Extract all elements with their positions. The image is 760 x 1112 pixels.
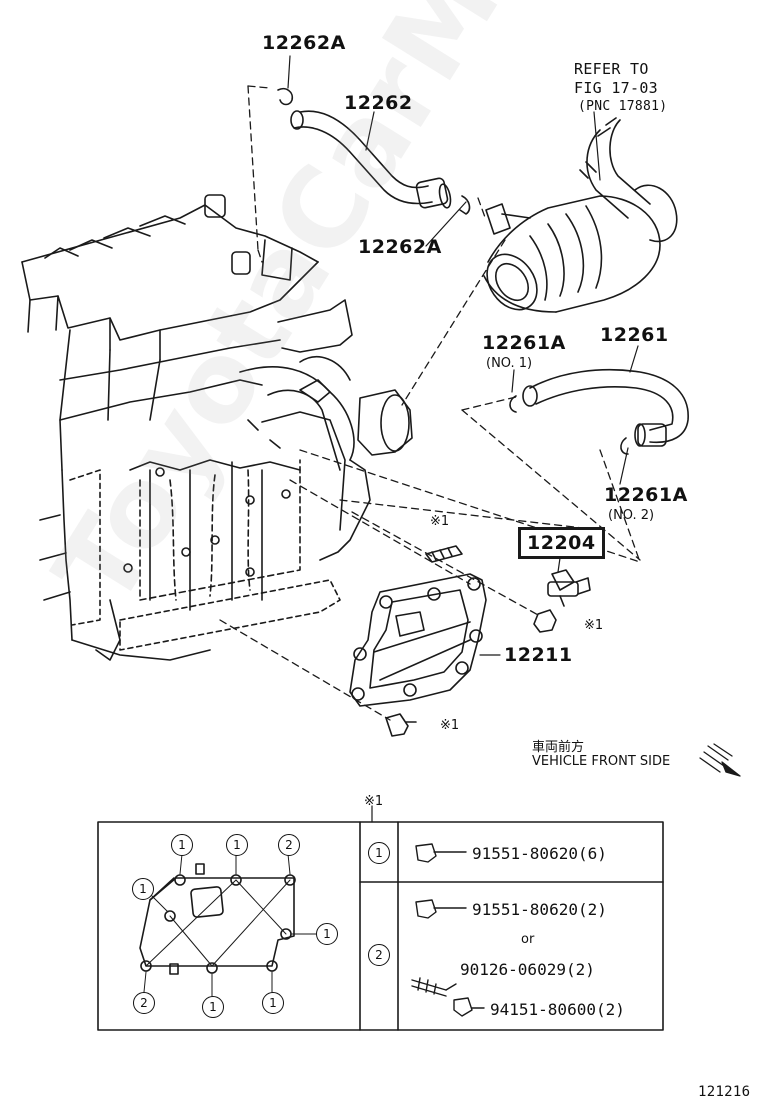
label-12204-highlighted: 12204 [518, 527, 605, 559]
refer-line-2: FIG 17-03 [574, 79, 658, 97]
table-part-90126-06029: 90126-06029(2) [460, 960, 595, 979]
fasteners-drawing [385, 545, 557, 737]
label-12261A-no1: 12261A [482, 332, 566, 354]
refer-line-3: (PNC 17881) [578, 99, 668, 114]
ref-mark-table: ※1 [364, 794, 384, 809]
label-12211: 12211 [504, 644, 573, 666]
label-12262A-top: 12262A [262, 32, 346, 54]
inset-callout-1b: 1 [226, 834, 248, 856]
figure-number: 121216 [698, 1084, 751, 1100]
label-12261A-no2-sub: (NO. 2) [608, 508, 655, 523]
fastener-inset-table [97, 805, 664, 1031]
refer-line-1: REFER TO [574, 60, 649, 78]
ref-mark-bolt: ※1 [440, 718, 460, 733]
table-row-key-1: 1 [368, 842, 390, 864]
inset-callout-1e: 1 [202, 996, 224, 1018]
valve-12204-drawing [547, 569, 591, 607]
inset-hardware-icons [411, 843, 485, 1017]
plate-12211-drawing [349, 573, 487, 707]
inset-gasket-drawing [139, 863, 296, 975]
leader-lines [219, 85, 641, 721]
label-12261A-no1-sub: (NO. 1) [486, 356, 533, 371]
table-part-91551-80620-2: 91551-80620(2) [472, 900, 607, 919]
inset-callout-2a: 2 [278, 834, 300, 856]
table-row-key-2: 2 [368, 944, 390, 966]
label-12261: 12261 [600, 324, 669, 346]
inset-callout-leaders [143, 853, 317, 997]
ref-mark-stud: ※1 [430, 514, 450, 529]
label-leaders [287, 55, 639, 656]
engine-block-drawing [21, 194, 413, 661]
hose-12261-drawing [509, 368, 689, 455]
hose-12262-drawing [277, 87, 471, 215]
table-part-91551-80620-6: 91551-80620(6) [472, 844, 607, 863]
front-side-jp: 車両前方 [532, 740, 585, 755]
table-part-94151-80600: 94151-80600(2) [490, 1000, 625, 1019]
front-direction-arrow [699, 743, 741, 777]
inset-callout-2b: 2 [133, 992, 155, 1014]
ref-mark-nut: ※1 [584, 618, 604, 633]
inset-callout-1d: 1 [316, 923, 338, 945]
air-intake-duct-drawing [483, 117, 678, 313]
label-12262: 12262 [344, 92, 413, 114]
inset-callout-1c: 1 [132, 878, 154, 900]
label-12261A-no2: 12261A [604, 484, 688, 506]
front-side-en: VEHICLE FRONT SIDE [532, 754, 671, 769]
label-12262A-mid: 12262A [358, 236, 442, 258]
inset-callout-1f: 1 [262, 992, 284, 1014]
table-or-separator: or [521, 932, 535, 947]
inset-callout-1a: 1 [171, 834, 193, 856]
